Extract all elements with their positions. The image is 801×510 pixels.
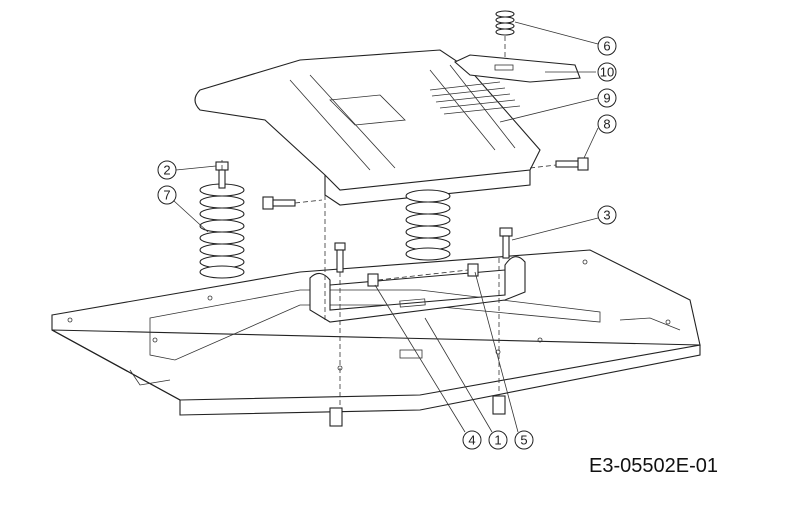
- callout-5: 5: [514, 430, 534, 450]
- svg-text:9: 9: [603, 91, 610, 106]
- bolt-right: [555, 157, 589, 171]
- callout-6: 6: [597, 36, 617, 56]
- svg-text:4: 4: [468, 433, 475, 448]
- seat-plate: [194, 49, 541, 206]
- svg-text:10: 10: [600, 65, 614, 80]
- base-plate: [51, 249, 701, 416]
- svg-text:6: 6: [603, 39, 610, 54]
- leader-lines: [173, 21, 599, 433]
- bracket: [453, 54, 581, 83]
- nuts-bottom: [329, 395, 506, 427]
- assembly-lines: [221, 36, 557, 408]
- drawing-code: E3-05502E-01: [589, 455, 718, 477]
- bolt-vertical-left: [334, 242, 346, 273]
- callout-3: 3: [597, 205, 617, 225]
- svg-text:1: 1: [494, 433, 501, 448]
- spring-large-center: [405, 189, 451, 261]
- callout-9: 9: [597, 88, 617, 108]
- spring-small: [495, 10, 515, 36]
- svg-text:2: 2: [163, 163, 170, 178]
- callout-10: 10: [597, 62, 617, 82]
- callout-2: 2: [157, 160, 177, 180]
- callout-1: 1: [488, 430, 508, 450]
- spring-large-left: [199, 183, 245, 279]
- svg-text:7: 7: [163, 188, 170, 203]
- svg-text:5: 5: [520, 433, 527, 448]
- svg-text:8: 8: [603, 117, 610, 132]
- bolt-vertical-right: [499, 227, 513, 259]
- callout-8: 8: [597, 114, 617, 134]
- bolt-left: [262, 196, 296, 210]
- callout-4: 4: [462, 430, 482, 450]
- callout-7: 7: [157, 185, 177, 205]
- svg-text:3: 3: [603, 208, 610, 223]
